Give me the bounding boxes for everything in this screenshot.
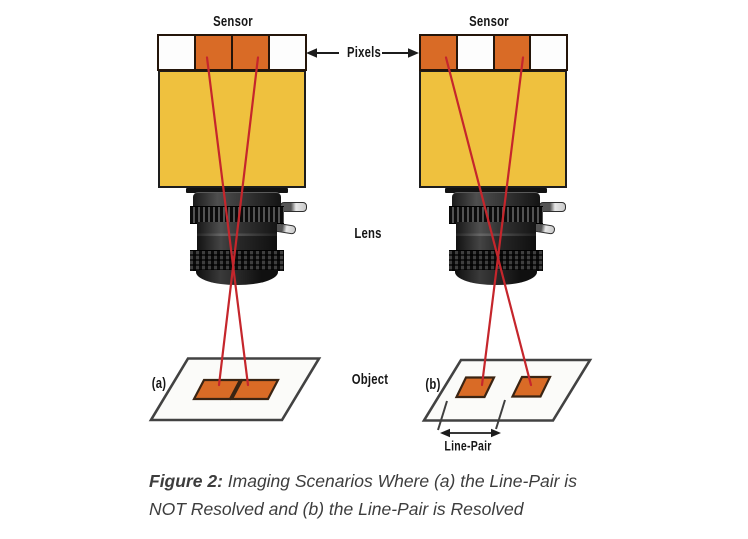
sensor-pixel-white bbox=[270, 36, 305, 69]
lens-label: Lens bbox=[354, 226, 382, 242]
figure-caption: Figure 2: Imaging Scenarios Where (a) th… bbox=[149, 467, 604, 523]
camera-body-a bbox=[158, 70, 306, 188]
scenario-b-label: (b) bbox=[425, 377, 441, 393]
sensor-pixel-orange bbox=[233, 36, 270, 69]
arrow-right-icon bbox=[491, 428, 501, 438]
lens-b-barrel bbox=[456, 222, 536, 250]
line-pair-tick-left bbox=[437, 400, 448, 431]
sensor-label-b: Sensor bbox=[469, 14, 509, 30]
caption-line-1: Figure 2: Imaging Scenarios Where (a) th… bbox=[149, 467, 604, 495]
pixels-label: Pixels bbox=[346, 45, 382, 61]
object-plane-a bbox=[148, 357, 322, 422]
lens-b-grip-ring bbox=[449, 250, 543, 271]
arrow-right-icon bbox=[408, 48, 419, 58]
caption-line-1-text: Imaging Scenarios Where (a) the Line-Pai… bbox=[222, 471, 577, 491]
lens-a-front-cap bbox=[196, 270, 278, 285]
object-line-b2 bbox=[510, 375, 552, 398]
sensor-pixel-orange bbox=[421, 36, 458, 69]
lens-b-screw-icon bbox=[539, 202, 566, 212]
sensor-label-a: Sensor bbox=[213, 14, 253, 30]
lens-a-screw-icon bbox=[280, 202, 307, 212]
arrow-left-icon bbox=[440, 428, 450, 438]
lens-b-top-ring bbox=[452, 192, 540, 207]
camera-body-b bbox=[419, 70, 567, 188]
sensor-pixel-orange bbox=[196, 36, 233, 69]
sensor-pixel-white bbox=[457, 36, 495, 69]
lens-b-front-cap bbox=[455, 270, 537, 285]
object-line-b1 bbox=[454, 376, 496, 399]
lens-a-barrel bbox=[197, 222, 277, 250]
caption-figure-number: Figure 2: bbox=[149, 471, 223, 491]
sensor-pixel-white bbox=[159, 36, 196, 69]
line-pair-label: Line-Pair bbox=[444, 438, 492, 454]
sensor-pixel-orange bbox=[494, 36, 532, 69]
sensor-strip-a bbox=[157, 34, 307, 71]
line-pair-tick-right bbox=[495, 399, 506, 430]
lens-a-top-ring bbox=[193, 192, 281, 207]
object-line-a1 bbox=[192, 378, 242, 401]
object-line-a2 bbox=[230, 378, 280, 401]
sensor-strip-b bbox=[419, 34, 568, 71]
lens-a-grip-ring bbox=[190, 250, 284, 271]
object-label: Object bbox=[351, 372, 389, 388]
scenario-a-label: (a) bbox=[151, 376, 167, 392]
sensor-pixel-white bbox=[531, 36, 566, 69]
arrow-left-icon bbox=[306, 48, 317, 58]
object-plane-b bbox=[421, 358, 593, 422]
caption-line-2: NOT Resolved and (b) the Line-Pair is Re… bbox=[149, 499, 524, 519]
